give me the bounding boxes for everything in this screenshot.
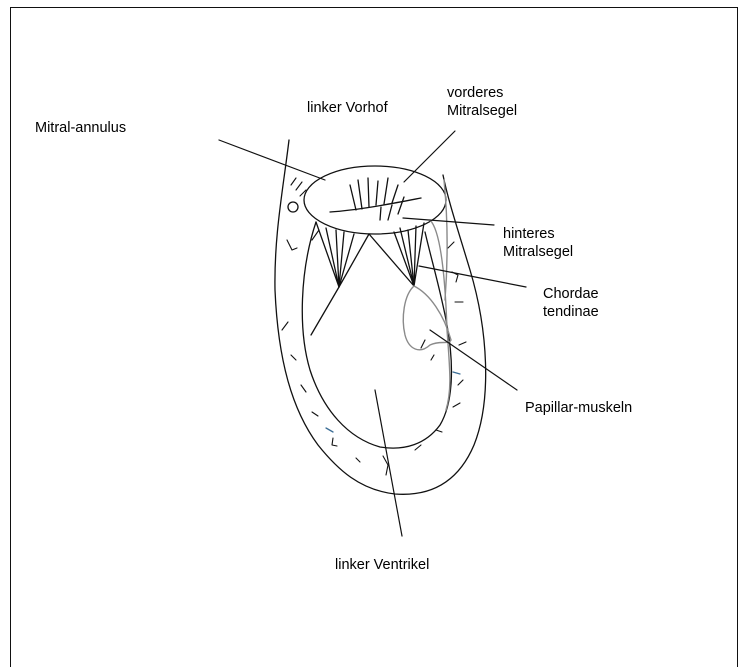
small-vessel-circle — [288, 202, 298, 212]
leader-vorderes-mitralsegel — [404, 131, 455, 182]
leader-lines — [219, 131, 526, 536]
blue-accent-2 — [453, 372, 460, 374]
leader-chordae — [419, 266, 526, 287]
blue-accent-1 — [326, 428, 333, 432]
leader-mitral-annulus — [219, 140, 325, 180]
inner-ventricle-cavity — [302, 222, 451, 448]
wall-texture — [282, 178, 466, 475]
label-anterior-leaflet: vorderes Mitralsegel — [447, 84, 517, 120]
label-left-atrium: linker Vorhof — [307, 99, 388, 117]
label-papillary: Papillar-muskeln — [525, 399, 632, 417]
leader-hinteres-mitralsegel — [403, 218, 494, 225]
label-posterior-leaflet: hinteres Mitralsegel — [503, 225, 573, 261]
leaflet-striations — [350, 178, 404, 220]
leader-papillar — [430, 330, 517, 390]
label-mitral-annulus: Mitral-annulus — [35, 119, 126, 137]
heart-mitral-diagram — [0, 0, 741, 651]
chordae-left — [311, 222, 369, 335]
label-left-ventricle: linker Ventrikel — [335, 556, 429, 574]
outer-heart-wall — [275, 140, 486, 494]
mitral-annulus-ring — [304, 166, 446, 234]
label-chordae: Chordae tendinae — [543, 285, 599, 321]
leader-ventrikel — [375, 390, 402, 536]
